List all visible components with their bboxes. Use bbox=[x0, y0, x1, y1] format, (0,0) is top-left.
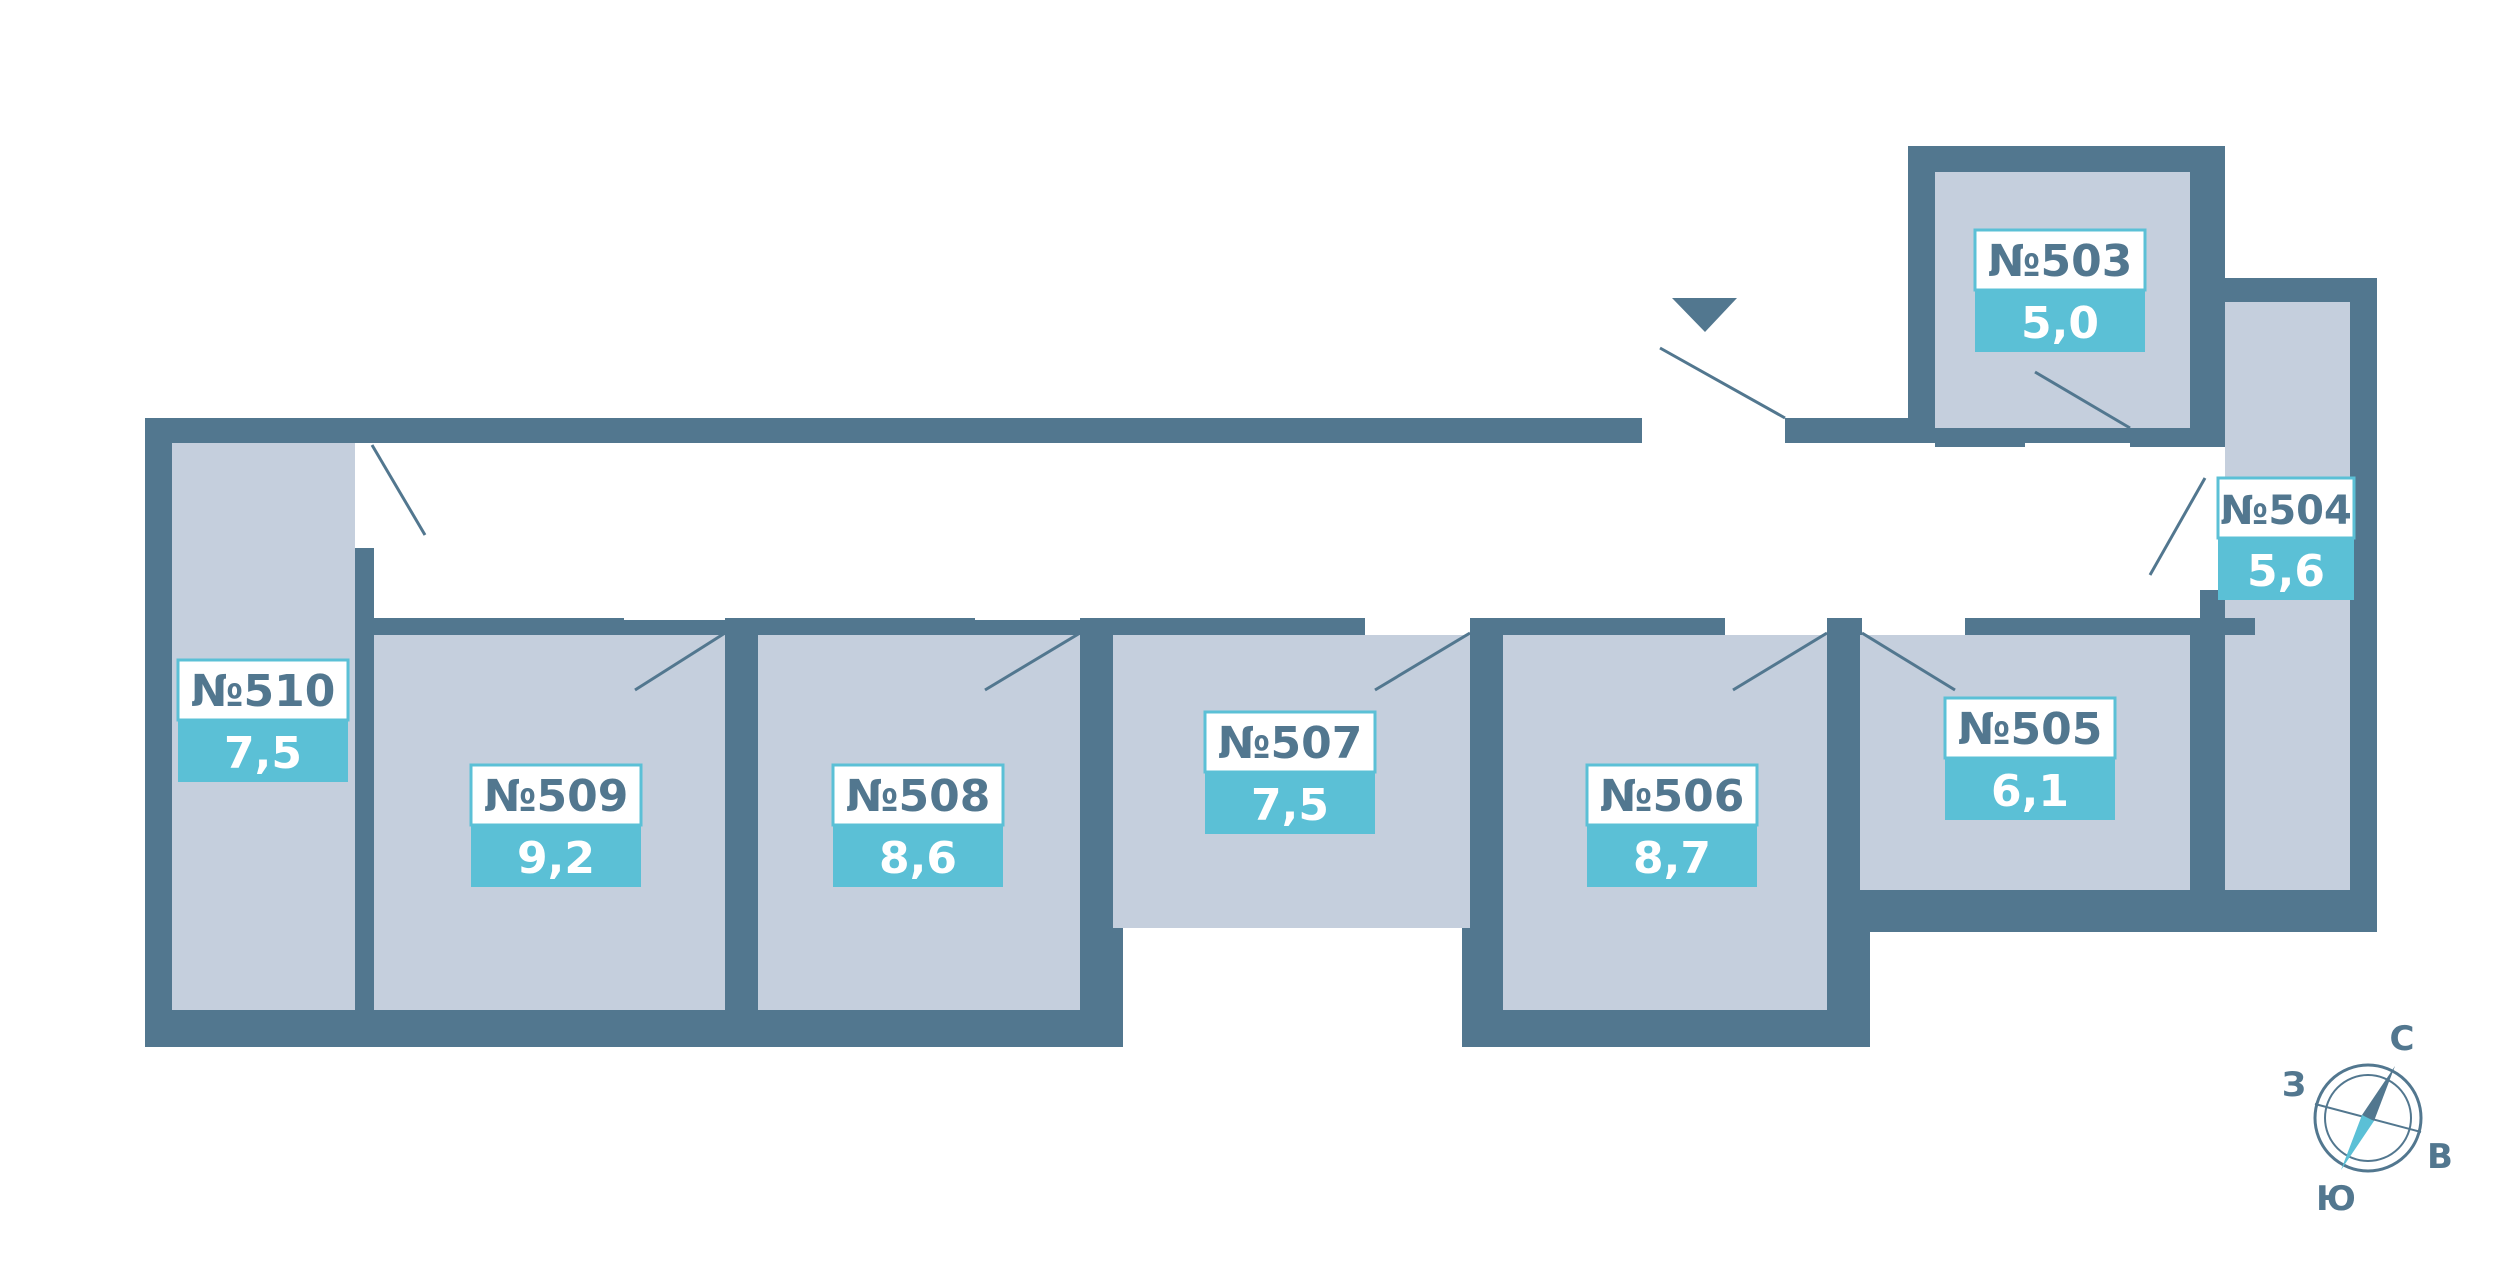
door-510 bbox=[370, 444, 427, 536]
room-number: №505 bbox=[1958, 704, 2103, 755]
room-number: №506 bbox=[1600, 771, 1745, 822]
door-506 bbox=[1732, 631, 1828, 692]
room-area: 5,6 bbox=[2247, 546, 2325, 597]
room-label-509[interactable]: №509 9,2 bbox=[469, 763, 643, 887]
room-number: №508 bbox=[846, 771, 991, 822]
room-number: №507 bbox=[1218, 718, 1363, 769]
door-main-entrance bbox=[1659, 346, 1786, 420]
room-area: 7,5 bbox=[1251, 780, 1329, 831]
room-area: 8,7 bbox=[1633, 833, 1711, 884]
compass-icon: С В Ю З bbox=[2282, 1019, 2453, 1219]
room-label-507[interactable]: №507 7,5 bbox=[1203, 710, 1377, 834]
compass-west-label: З bbox=[2282, 1065, 2306, 1105]
door-508 bbox=[984, 631, 1081, 692]
room-area: 6,1 bbox=[1991, 766, 2069, 817]
room-label-504[interactable]: №504 5,6 bbox=[2216, 476, 2356, 600]
door-509 bbox=[634, 631, 726, 692]
door-505 bbox=[1861, 631, 1956, 692]
entrance-arrow-icon bbox=[1672, 298, 1737, 332]
room-number: №510 bbox=[191, 666, 336, 717]
room-number: №509 bbox=[484, 771, 629, 822]
room-label-506[interactable]: №506 8,7 bbox=[1585, 763, 1759, 887]
compass-north-label: С bbox=[2390, 1019, 2415, 1059]
room-area: 9,2 bbox=[517, 833, 595, 884]
door-leaves bbox=[370, 346, 2207, 692]
room-shapes bbox=[172, 172, 2350, 1010]
corridor bbox=[355, 443, 2255, 620]
room-area: 5,0 bbox=[2021, 298, 2099, 349]
room-number: №503 bbox=[1988, 236, 2133, 287]
room-label-510[interactable]: №510 7,5 bbox=[176, 658, 350, 782]
door-503 bbox=[2034, 370, 2131, 430]
door-504 bbox=[2148, 477, 2207, 576]
room-label-508[interactable]: №508 8,6 bbox=[831, 763, 1005, 887]
partition-walls bbox=[355, 428, 2255, 1040]
door-507 bbox=[1374, 631, 1471, 692]
room-area: 7,5 bbox=[224, 728, 302, 779]
compass-south-label: Ю bbox=[2316, 1179, 2356, 1219]
room-label-503[interactable]: №503 5,0 bbox=[1973, 228, 2147, 352]
room-label-505[interactable]: №505 6,1 bbox=[1943, 696, 2117, 820]
room-number: №504 bbox=[2220, 488, 2352, 534]
room-area: 8,6 bbox=[879, 833, 957, 884]
compass-east-label: В bbox=[2427, 1137, 2453, 1177]
